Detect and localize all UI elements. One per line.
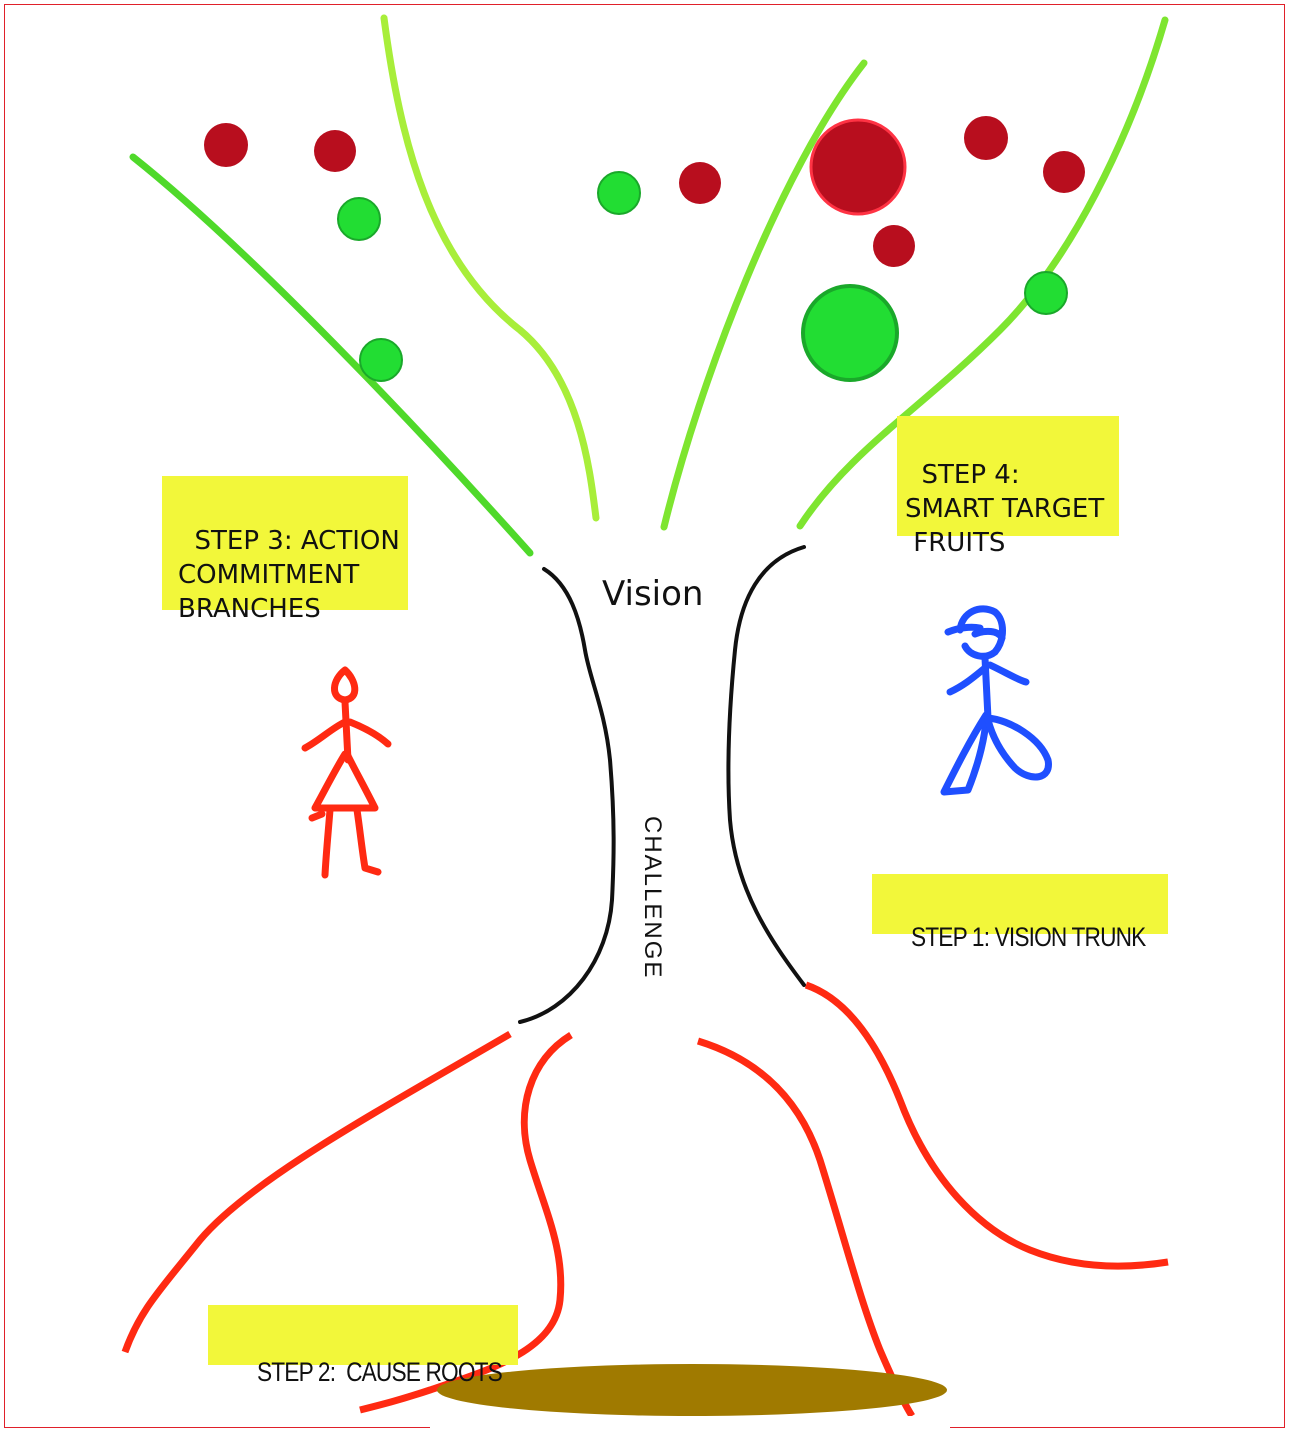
fruit-green	[338, 198, 380, 240]
girl-figure	[305, 670, 388, 875]
fruit-red	[873, 225, 915, 267]
step4-label: STEP 4: SMART TARGET FRUITS	[897, 416, 1119, 536]
ground-cutoff	[430, 1416, 950, 1432]
trunk-right	[728, 547, 804, 985]
step3-text: STEP 3: ACTION COMMITMENT BRANCHES	[178, 526, 400, 624]
fruit-red	[964, 116, 1008, 160]
step2-label: STEP 2: CAUSE ROOTS	[208, 1305, 518, 1365]
fruit-red	[1043, 151, 1085, 193]
fruit-green	[360, 339, 402, 381]
step3-label: STEP 3: ACTION COMMITMENT BRANCHES	[162, 476, 408, 610]
trunk-left	[520, 569, 614, 1022]
fruit-green	[1025, 272, 1067, 314]
branch-center-left	[384, 18, 596, 518]
fruit-green	[598, 172, 640, 214]
fruit-red	[204, 123, 248, 167]
fruit-red	[811, 120, 905, 214]
step1-text: STEP 1: VISION TRUNK	[911, 920, 1145, 954]
fruit-red	[314, 130, 356, 172]
fruit-green	[803, 286, 897, 380]
step1-label: STEP 1: VISION TRUNK	[872, 874, 1168, 934]
boy-figure	[944, 609, 1048, 792]
vision-label: Vision	[602, 574, 703, 614]
fruit-red	[679, 162, 721, 204]
step2-text: STEP 2: CAUSE ROOTS	[257, 1355, 502, 1389]
root-center-right	[698, 1041, 912, 1416]
challenge-label: CHALLENGE	[638, 816, 666, 979]
root-far-right	[806, 985, 1168, 1266]
